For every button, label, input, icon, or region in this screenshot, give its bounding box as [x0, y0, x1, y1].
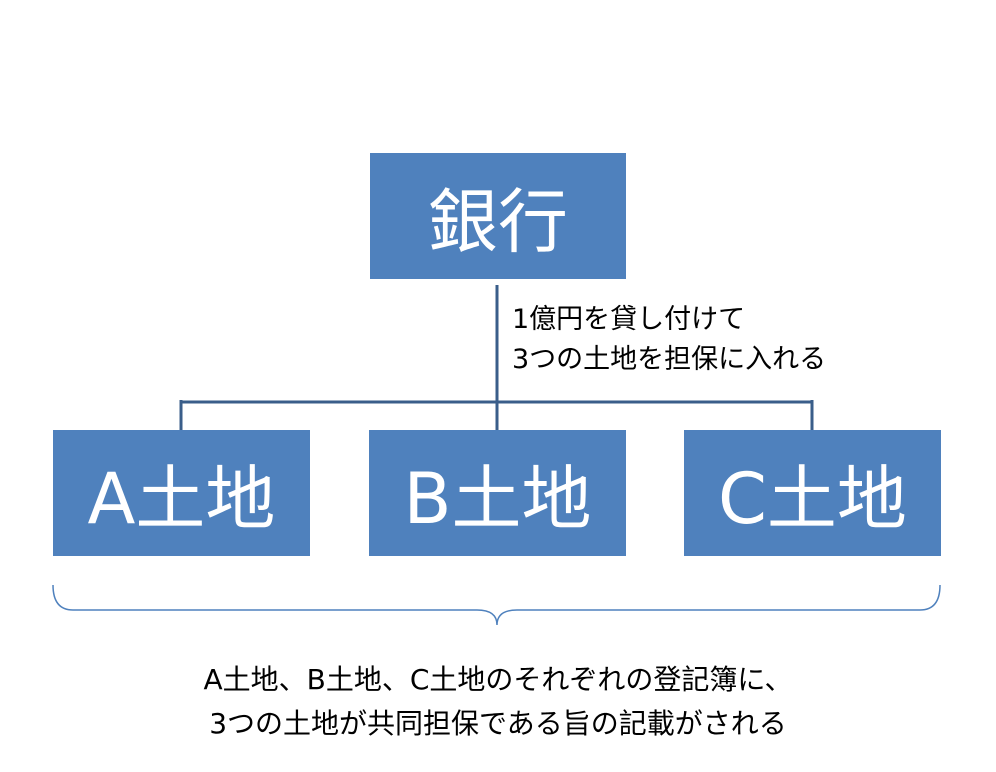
summary-text: A土地、B土地、C土地のそれぞれの登記簿に、 3つの土地が共同担保である旨の記載…: [0, 658, 996, 746]
land-a-label: A土地: [87, 457, 276, 540]
bracket-brace: [52, 584, 941, 626]
summary-line-1: A土地、B土地、C土地のそれぞれの登記簿に、: [203, 663, 793, 696]
bank-label: 銀行: [428, 180, 568, 263]
land-b-box: B土地: [369, 430, 626, 556]
bank-box: 銀行: [370, 153, 626, 279]
edge-note-line-2: 3つの土地を担保に入れる: [512, 344, 827, 375]
edge-note-line-1: 1億円を貸し付けて: [512, 304, 746, 335]
edge-note: 1億円を貸し付けて 3つの土地を担保に入れる: [512, 300, 826, 380]
land-c-box: C土地: [684, 430, 941, 556]
summary-line-2: 3つの土地が共同担保である旨の記載がされる: [209, 707, 787, 740]
land-c-label: C土地: [718, 457, 907, 540]
land-a-box: A土地: [53, 430, 310, 556]
land-b-label: B土地: [403, 457, 592, 540]
